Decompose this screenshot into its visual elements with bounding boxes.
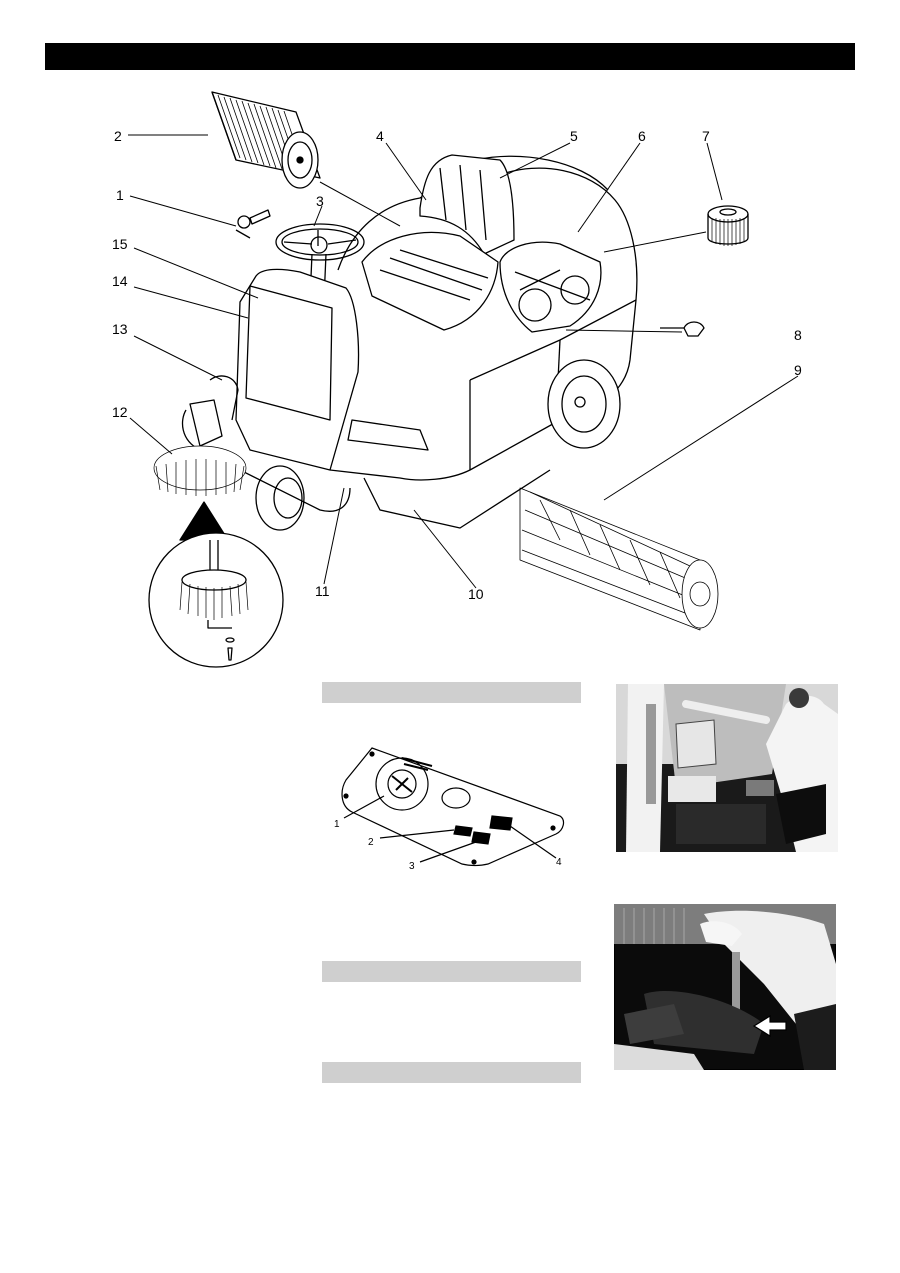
callout-9: 9: [794, 362, 802, 378]
callout-13: 13: [112, 321, 128, 337]
section-heading-bar-2: [322, 961, 581, 982]
knob-part: [235, 209, 271, 239]
section-heading-bar-3: [322, 1062, 581, 1083]
callout-12: 12: [112, 404, 128, 420]
section-heading-bar-1: [322, 682, 581, 703]
operator-opening-hood-photo: [616, 684, 838, 852]
callout-10: 10: [468, 586, 484, 602]
sweeper-exploded-diagram: [128, 91, 799, 668]
callout-5: 5: [570, 128, 578, 144]
callout-2: 2: [114, 128, 122, 144]
callout-15: 15: [112, 236, 128, 252]
panel-callout-1: 1: [334, 819, 340, 830]
header-bar: [45, 43, 855, 70]
panel-callout-2: 2: [368, 837, 374, 848]
front-wheel-part: [255, 465, 305, 531]
callout-3: 3: [316, 193, 324, 209]
side-brush-detail: [148, 501, 284, 668]
main-roller-brush-part: [519, 487, 719, 631]
roller-brush-part: [211, 91, 321, 189]
side-brush-part: [153, 445, 247, 496]
panel-callout-3: 3: [409, 861, 415, 872]
callout-1: 1: [116, 187, 124, 203]
leader-lines: [128, 134, 799, 589]
air-filter-part: [707, 205, 749, 246]
seat-part: [361, 154, 515, 331]
callout-11: 11: [315, 583, 330, 599]
small-cap-part: [660, 321, 705, 337]
front-cover-part: [235, 268, 360, 471]
callout-7: 7: [702, 128, 710, 144]
callout-14: 14: [112, 273, 128, 289]
callout-6: 6: [638, 128, 646, 144]
rear-wheel-part: [547, 359, 621, 449]
lever-arrow-photo: [614, 904, 836, 1070]
callout-4: 4: [376, 128, 384, 144]
engine-compartment: [499, 241, 602, 333]
callout-8: 8: [794, 327, 802, 343]
side-brush-arm: [181, 375, 351, 512]
steering-wheel-part: [275, 223, 365, 301]
panel-callout-4: 4: [556, 857, 562, 868]
